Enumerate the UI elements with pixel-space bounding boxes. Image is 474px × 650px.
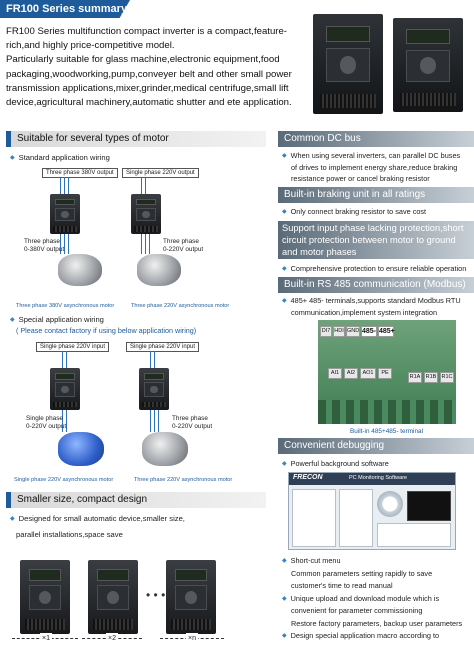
section-motor-types: Suitable for several types of motor: [6, 131, 266, 147]
software-screenshot: FRECON PC Monitoring Software: [288, 472, 456, 550]
output-label-380: Three phase 0-380V output: [24, 238, 65, 253]
terminal-caption: Built-in 485+485- terminal: [350, 428, 423, 435]
box-380v-output: Three phase 380V output: [42, 168, 118, 178]
small-size-line-2: parallel installations,space save: [16, 530, 123, 539]
output-label-220: Three phase 0-220V output: [163, 238, 204, 253]
motor-image-3: [58, 432, 104, 466]
section-rs485: Built-in RS 485 communication (Modbus): [278, 277, 474, 293]
summary-banner: FR100 Series summary: [0, 0, 130, 18]
output-label-single: Single phase 0-220V output: [26, 415, 67, 430]
intro-line: Particularly suitable for glass machine,…: [6, 54, 280, 66]
section-debugging: Convenient debugging: [278, 438, 474, 454]
inverter-large-image: [313, 14, 383, 114]
inverter-image-4: [139, 368, 169, 410]
section-dc-bus: Common DC bus: [278, 131, 474, 147]
gauge-icon: [377, 491, 403, 517]
multiplier-n: ×n: [186, 633, 198, 644]
intro-line: FR100 Series multifunction compact inver…: [6, 26, 288, 37]
inverter-small-image: [393, 18, 463, 112]
caption-220-motor: Three phase 220V asynchronous motor: [131, 303, 230, 309]
phase-text: Comprehensive protection to ensure relia…: [282, 263, 467, 275]
rs485-text: 485+ 485- terminals,supports standard Mo…: [282, 295, 474, 318]
motor-image-1: [58, 254, 102, 286]
software-brand: FRECON: [293, 474, 323, 481]
special-wiring-note: ( Please contact factory if using below …: [16, 326, 197, 335]
compact-inverter-2: [88, 560, 138, 634]
standard-wiring-label: Standard application wiring: [10, 152, 110, 164]
box-single-phase-input-2: Single phase 220V input: [126, 342, 200, 352]
section-small-size: Smaller size, compact design: [6, 492, 266, 508]
intro-line: packaging,woodworking,pump,conveyer belt…: [6, 68, 292, 80]
small-size-line-1: Designed for small automatic device,smal…: [10, 513, 185, 525]
special-wiring-label: Special application wiring: [10, 314, 104, 326]
motor-image-4: [142, 432, 188, 466]
intro-line: device,agricultural machinery,automatic …: [6, 97, 292, 109]
box-single-phase-input-1: Single phase 220V input: [36, 342, 110, 352]
motor-image-2: [137, 254, 181, 286]
inverter-image-2: [131, 194, 161, 234]
software-title: PC Monitoring Software: [349, 475, 408, 481]
debug-list: Short-cut menu Common parameters setting…: [282, 555, 474, 643]
dc-bus-text: When using several inverters, can parall…: [282, 150, 474, 184]
section-phase-protection: Support input phase lacking protection,s…: [278, 221, 474, 259]
compact-inverter-1: [20, 560, 70, 634]
terminal-photo: DI7 HDI GND 485- 485+ AI1 AI2 AO1 PE R1A…: [318, 320, 456, 424]
braking-text: Only connect braking resistor to save co…: [282, 206, 426, 218]
software-label: Powerful background software: [282, 458, 389, 470]
multiplier-2: ×2: [106, 633, 118, 644]
intro-line: transmission applications,mixer,grinder,…: [6, 82, 289, 94]
inverter-image-1: [50, 194, 80, 234]
product-photo: [305, 4, 470, 116]
section-braking: Built-in braking unit in all ratings: [278, 187, 474, 203]
output-label-three: Three phase 0-220V output: [172, 415, 213, 430]
intro-text: FR100 Series multifunction compact inver…: [6, 25, 296, 110]
multiplier-1: ×1: [40, 633, 52, 644]
caption-380-motor: Three phase 380V asynchronous motor: [16, 303, 115, 309]
box-220v-output: Single phase 220V output: [122, 168, 199, 178]
caption-single-motor: Single phase 220V asynchronous motor: [14, 477, 114, 483]
caption-three-motor: Three phase 220V asynchronous motor: [134, 477, 233, 483]
compact-inverter-n: [166, 560, 216, 634]
software-titlebar: [289, 473, 455, 485]
inverter-image-3: [50, 368, 80, 410]
intro-line: rich,and highly price-competitive model.: [6, 40, 175, 52]
